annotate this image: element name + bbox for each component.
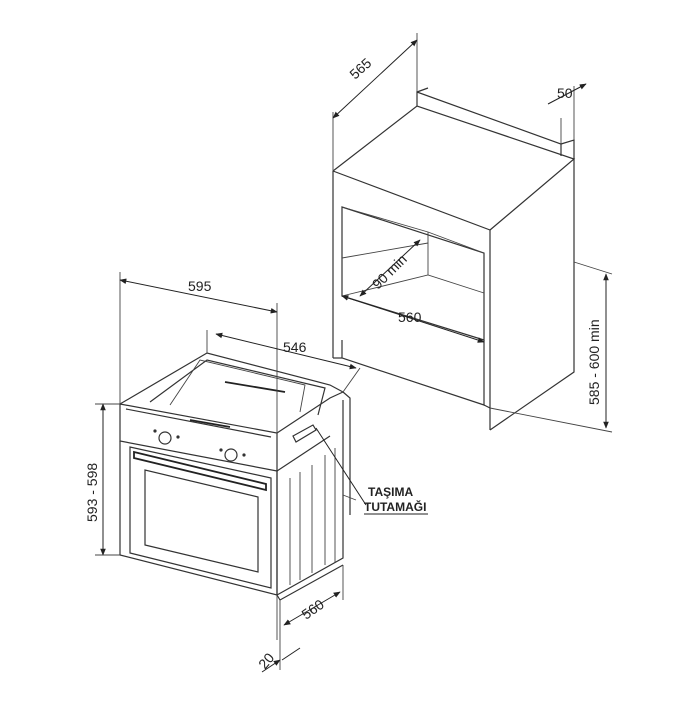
cabinet-depth-label: 565 — [346, 55, 374, 83]
niche-width-label: 560 — [398, 309, 422, 325]
front-panel-label: 20 — [255, 650, 277, 672]
oven-height-label: 593 - 598 — [84, 463, 100, 522]
left-knob-icon — [158, 431, 172, 445]
right-knob-icon — [224, 448, 238, 462]
carry-handle-label-line1: TAŞIMA — [368, 485, 413, 499]
cabinet-dimensions — [332, 33, 613, 433]
niche-height-label: 585 - 600 min — [586, 319, 602, 405]
oven-depth-label: 560 — [299, 596, 327, 623]
side-handle-icon — [292, 424, 317, 443]
oven-width-label: 595 — [188, 278, 212, 294]
cabinet-frame-label: 50 — [557, 85, 573, 101]
cabinet-niche — [332, 87, 576, 431]
oven-body-width-label: 546 — [283, 339, 307, 355]
niche-depth-label: 90 min — [369, 251, 410, 292]
oven-body — [119, 352, 357, 601]
carry-handle-label-line2: TUTAMAĞI — [364, 499, 426, 514]
oven-dimensions — [95, 272, 367, 673]
